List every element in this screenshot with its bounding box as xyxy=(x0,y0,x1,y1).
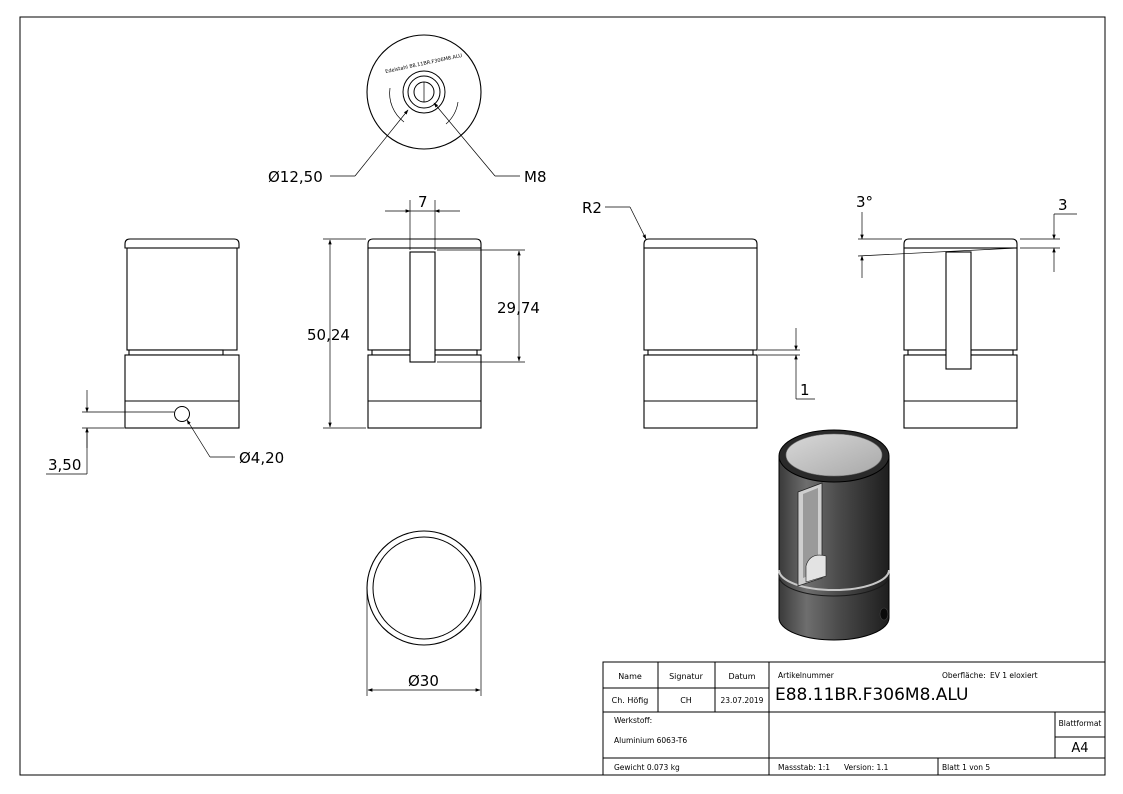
bottom-diameter-label: Ø30 xyxy=(408,672,439,690)
tb-format-value: A4 xyxy=(1071,741,1088,756)
tb-material-label: Werkstoff: xyxy=(614,716,652,725)
tb-header-date: Datum xyxy=(728,672,755,681)
tb-sheet: Blatt 1 von 5 xyxy=(942,763,990,772)
tb-author-name: Ch. Höfig xyxy=(612,696,649,705)
bottom-view: Ø30 xyxy=(366,530,482,696)
right-view: R2 1 xyxy=(582,199,815,429)
top-view: Edelstahl 88.11BR.F306M8.ALU Ø12,50 M8 xyxy=(268,34,547,186)
gap-label: 1 xyxy=(800,381,810,399)
side-view: 3° 3 xyxy=(856,193,1077,429)
front-width-label: 7 xyxy=(418,193,428,211)
front-view: 7 50,24 29,74 xyxy=(307,193,540,429)
title-block: Name Signatur Datum Ch. Höfig CH 23.07.2… xyxy=(602,661,1106,776)
tb-surface-value: EV 1 eloxiert xyxy=(990,671,1038,680)
front-height-label: 50,24 xyxy=(307,326,350,344)
top-view-diameter-label: Ø12,50 xyxy=(268,168,323,186)
tb-author-date: 23.07.2019 xyxy=(721,696,764,705)
tb-author-signature: CH xyxy=(680,696,692,705)
angle-label: 3° xyxy=(856,193,873,211)
left-view: 3,50 Ø4,20 xyxy=(46,238,284,475)
tb-header-signature: Signatur xyxy=(669,672,704,681)
tb-article-number: E88.11BR.F306M8.ALU xyxy=(775,685,969,705)
hole-diameter-label: Ø4,20 xyxy=(239,449,284,467)
tb-article-label: Artikelnummer xyxy=(778,671,835,680)
tb-surface-label: Oberfläche: xyxy=(942,671,986,680)
depth-label: 3 xyxy=(1058,196,1068,214)
tb-header-name: Name xyxy=(618,672,642,681)
top-view-thread-label: M8 xyxy=(524,168,547,186)
tb-weight: Gewicht 0.073 kg xyxy=(614,763,680,772)
tb-format-label: Blattformat xyxy=(1059,719,1102,728)
tb-scale: Massstab: 1:1 xyxy=(778,763,830,772)
tb-material-value: Aluminium 6063-T6 xyxy=(614,736,687,745)
front-slot-label: 29,74 xyxy=(497,299,540,317)
radius-label: R2 xyxy=(582,199,602,217)
tb-version: Version: 1.1 xyxy=(844,763,889,772)
hole-offset-label: 3,50 xyxy=(48,456,81,474)
drawing-frame xyxy=(19,16,1106,776)
isometric-view xyxy=(778,429,890,641)
